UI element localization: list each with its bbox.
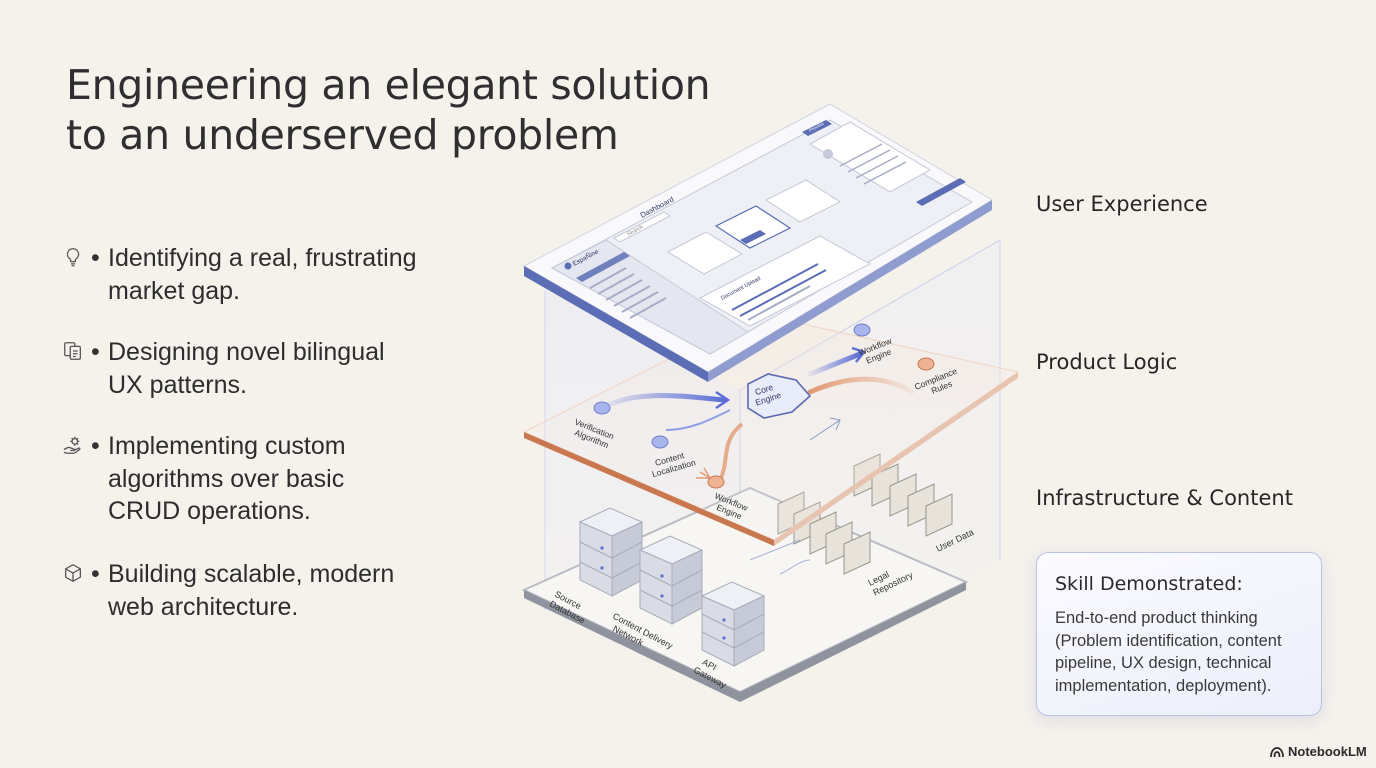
document-upload-progress: Document Upload xyxy=(698,235,872,327)
profile-panel xyxy=(808,121,966,206)
upload-cards xyxy=(666,179,842,275)
title-line-2: to an underserved problem xyxy=(66,111,619,159)
bullet-line: CRUD operations. xyxy=(108,497,311,525)
architecture-stack-diagram: Source Database Content Delivery Network… xyxy=(521,103,1020,702)
bullet-marker: • xyxy=(91,560,100,588)
server-api-gateway xyxy=(700,581,766,667)
bullet-line: market gap. xyxy=(108,276,241,305)
lightbulb-icon xyxy=(66,248,80,267)
layer-label-user-experience: User Experience xyxy=(1036,192,1208,216)
layer-label-infrastructure: Infrastructure & Content xyxy=(1036,486,1293,510)
bullet-marker: • xyxy=(91,338,100,366)
gear-hand-icon xyxy=(63,436,81,454)
skill-line: pipeline, UX design, technical xyxy=(1055,654,1272,672)
node-core-engine: Core Engine xyxy=(747,373,812,419)
bullet-line: UX patterns. xyxy=(108,370,247,399)
title-line-1: Engineering an elegant solution xyxy=(66,61,711,109)
bullet-text: Designing novel bilingual UX patterns. xyxy=(108,336,385,401)
skill-demonstrated-card: Skill Demonstrated: End-to-end product t… xyxy=(1036,552,1322,716)
notebooklm-brand: NotebookLM xyxy=(1270,744,1367,759)
skill-line: End-to-end product thinking xyxy=(1055,609,1258,627)
bullet-marker: • xyxy=(91,432,100,460)
cube-icon xyxy=(65,564,81,582)
skill-title: Skill Demonstrated: xyxy=(1055,573,1243,595)
bullet-line: Building scalable, modern xyxy=(108,560,395,588)
bullet-text: Building scalable, modern web architectu… xyxy=(108,558,394,623)
bullet-line: Implementing custom xyxy=(108,432,346,460)
bullet-marker: • xyxy=(91,244,100,272)
bullet-line: Identifying a real, frustrating xyxy=(108,244,417,272)
bullet-text: Identifying a real, frustrating market g… xyxy=(108,242,417,307)
skill-line: implementation, deployment). xyxy=(1055,676,1272,695)
layer-label-product-logic: Product Logic xyxy=(1036,350,1178,374)
page-title: Engineering an elegant solution to an un… xyxy=(66,60,806,160)
bullet-line: algorithms over basic xyxy=(108,464,345,493)
skill-description: End-to-end product thinking (Problem ide… xyxy=(1055,607,1303,697)
brand-label: NotebookLM xyxy=(1288,744,1367,759)
server-source-database xyxy=(578,507,644,597)
notebooklm-logo-icon xyxy=(1270,746,1284,757)
bullet-line: Designing novel bilingual xyxy=(108,338,385,366)
layer-product-logic: Core Engine Verification Algorithm Conte… xyxy=(522,313,1020,546)
bilingual-document-icon xyxy=(64,342,81,360)
bullet-line: web architecture. xyxy=(108,592,299,621)
skill-line: (Problem identification, content xyxy=(1055,631,1282,650)
bullet-text: Implementing custom algorithms over basi… xyxy=(108,430,346,528)
server-content-delivery-network xyxy=(638,535,704,625)
layer-user-experience: EspaÑine Dashboard Search Document Uploa… xyxy=(522,103,993,382)
